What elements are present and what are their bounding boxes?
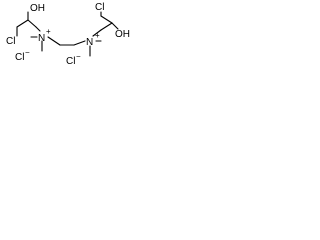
charge-plus-left: +	[46, 27, 51, 36]
right-chain-bonds	[73, 11, 119, 57]
atom-oh-right: OH	[115, 29, 130, 40]
bond-c3-c2-right	[100, 22, 113, 31]
bond-c2-c1-left	[16, 19, 29, 28]
atom-n-left: N	[38, 33, 45, 44]
left-chain-bonds	[16, 11, 61, 52]
bond-c2-c1-right	[100, 15, 113, 24]
bond-bridge-n-right	[73, 40, 86, 46]
bond-c3-n-left	[35, 26, 41, 32]
atom-n-right: N	[86, 37, 93, 48]
bond-c2-c3-left	[27, 19, 37, 28]
atom-cl-right: Cl	[95, 2, 104, 13]
charge-plus-right: +	[95, 31, 100, 40]
atom-cl-left: Cl	[6, 36, 15, 47]
bond-n-bridge-left	[47, 36, 61, 46]
bond-c2-oh-right	[111, 22, 119, 30]
atom-oh-left: OH	[30, 3, 45, 14]
ion-cl-right: Cl	[66, 56, 75, 67]
charge-minus-right: −	[76, 52, 81, 61]
ion-cl-left: Cl	[15, 52, 24, 63]
chemical-structure: OH Cl N + Cl − Cl OH N + Cl −	[6, 2, 130, 67]
charge-minus-left: −	[25, 48, 30, 57]
bond-n-c3-right	[92, 29, 102, 37]
